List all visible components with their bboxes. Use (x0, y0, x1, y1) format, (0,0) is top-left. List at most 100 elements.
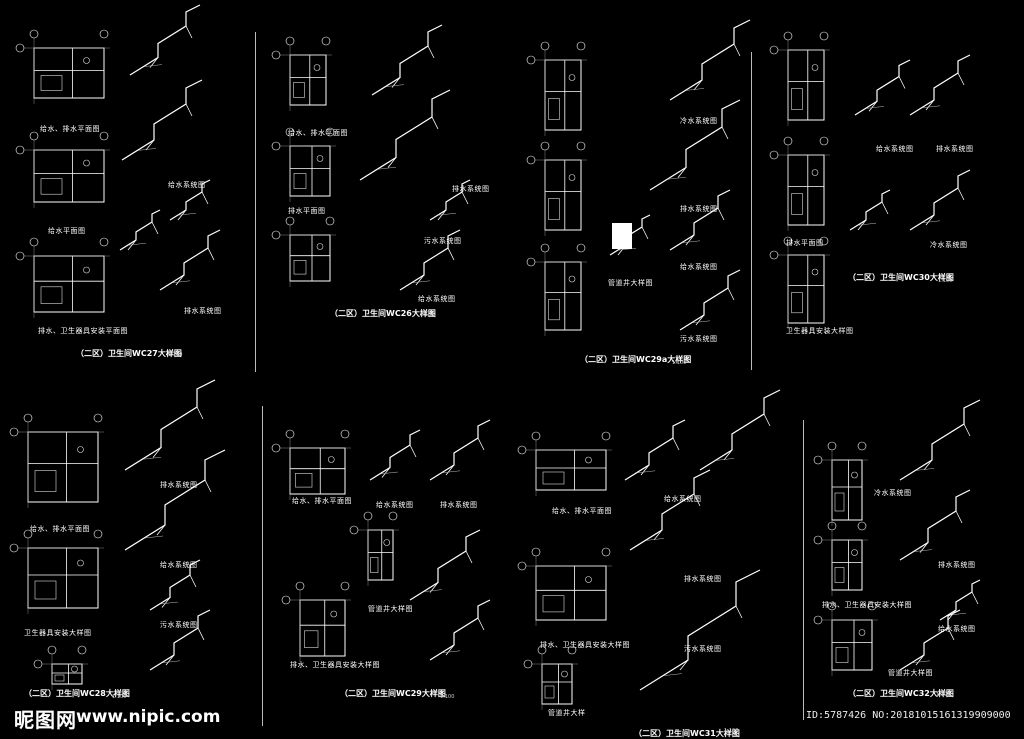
grid-axis-bubble (576, 41, 586, 51)
grid-axis-bubble (783, 136, 793, 146)
drawing-label: 管道井大样图 (888, 669, 933, 677)
sheet-scale: 1:100 (420, 312, 435, 318)
pipe-run (909, 54, 971, 116)
fixture-outline (585, 456, 592, 464)
sheet-title: （二区）卫生间WC28大样图 (24, 689, 130, 698)
fixture-outline (40, 178, 63, 195)
grid-axis-bubble (271, 230, 281, 240)
grid-axis-bubble (15, 43, 25, 53)
pipe-branch (415, 274, 425, 286)
drawing-label: 排水系统图 (684, 575, 722, 583)
drawing-label: 排水系统图 (680, 205, 718, 213)
leader-line (636, 470, 656, 474)
pipe-branch (196, 406, 204, 420)
drawing-label: 给水、排水平面图 (288, 129, 348, 137)
drawing-label: 污水系统图 (160, 621, 198, 629)
leader-line (127, 242, 147, 246)
grid-axis-bubble (540, 243, 550, 253)
fixture-outline (811, 268, 819, 276)
pipe-run (124, 379, 216, 471)
pipe-branch (957, 72, 965, 86)
pipe-branch (735, 605, 743, 619)
pipe-branch (641, 226, 649, 240)
drawing-label: 排水系统图 (160, 481, 198, 489)
pipe-branch (971, 591, 979, 605)
fixture-outline (791, 292, 803, 314)
pipe-branch (461, 191, 469, 205)
drawing-label: 排水系统图 (452, 185, 490, 193)
pipe-branch (387, 157, 397, 168)
pipe-branch (721, 126, 729, 140)
fixture-outline (293, 82, 305, 98)
pipe-branch (723, 449, 733, 461)
grid-axis-bubble (819, 31, 829, 41)
grid-axis-bubble (47, 645, 57, 655)
pipe-branch (189, 574, 197, 588)
grid-axis-bubble (526, 155, 536, 165)
grid-axis-bubble (99, 131, 109, 141)
grid-axis-bubble (813, 455, 823, 465)
fixture-outline (34, 580, 57, 600)
grid-axis-bubble (29, 237, 39, 247)
leader-line (715, 458, 735, 461)
drawing-label: 排水、卫生器具安装大样图 (290, 661, 380, 669)
grid-axis-bubble (827, 601, 837, 611)
drawing-label: 给水、排水平面图 (292, 497, 352, 505)
pipe-branch (156, 524, 166, 536)
grid-axis-bubble (363, 511, 373, 521)
leader-line (142, 456, 162, 460)
grid-axis-bubble (340, 429, 350, 439)
leader-line (385, 84, 405, 87)
pipe-branch (963, 423, 971, 437)
pipe-branch (185, 25, 193, 39)
drawing-label: 冷水系统图 (930, 241, 968, 249)
leader-line (437, 212, 457, 216)
drawing-label: 冷水系统图 (680, 117, 718, 125)
leader-line (423, 589, 443, 592)
grid-axis-bubble (15, 251, 25, 261)
grid-axis-bubble (857, 441, 867, 451)
pipe-branch (381, 467, 391, 478)
pipe-run (429, 599, 491, 661)
sheet-scale: 1:100 (724, 728, 739, 734)
pipe-run (369, 429, 421, 481)
grid-axis-bubble (281, 595, 291, 605)
pipe-run (899, 609, 961, 671)
drawing-label: 排水、卫生器具安装平面图 (38, 327, 128, 335)
drawing-label: 给水、排水平面图 (552, 507, 612, 515)
fixture-outline (370, 557, 379, 573)
leader-line (143, 64, 163, 67)
leader-line (913, 549, 933, 552)
pipe-branch (165, 654, 175, 666)
sheet-scale: 1:100 (440, 694, 455, 700)
fixture-outline (791, 88, 803, 110)
grid-axis-bubble (813, 535, 823, 545)
grid-axis-bubble (29, 131, 39, 141)
grid-axis-bubble (531, 431, 541, 441)
leader-line (865, 106, 885, 109)
drawing-label: 给水系统图 (168, 181, 206, 189)
fixture-outline (835, 647, 849, 663)
leader-line (915, 468, 935, 471)
leader-line (161, 660, 181, 664)
pipe-branch (151, 221, 159, 235)
fixture-outline (834, 567, 845, 583)
fixture-outline (561, 670, 568, 678)
grid-axis-bubble (601, 431, 611, 441)
watermark-url: www.nipic.com (76, 707, 221, 727)
leader-line (171, 280, 191, 284)
grid-axis-bubble (531, 547, 541, 557)
grid-axis-bubble (857, 521, 867, 531)
grid-axis-bubble (325, 216, 335, 226)
pipe-branch (640, 464, 650, 476)
drawing-label: 给水系统图 (376, 501, 414, 509)
pipe-branch (677, 167, 687, 178)
pipe-run (124, 449, 226, 551)
pipe-branch (868, 101, 878, 112)
pipe-run (119, 209, 161, 251)
grid-axis-bubble (15, 145, 25, 155)
grid-axis-bubble (540, 41, 550, 51)
fixture-outline (851, 549, 858, 556)
pipe-run (429, 419, 491, 481)
sheet-divider (751, 52, 752, 370)
